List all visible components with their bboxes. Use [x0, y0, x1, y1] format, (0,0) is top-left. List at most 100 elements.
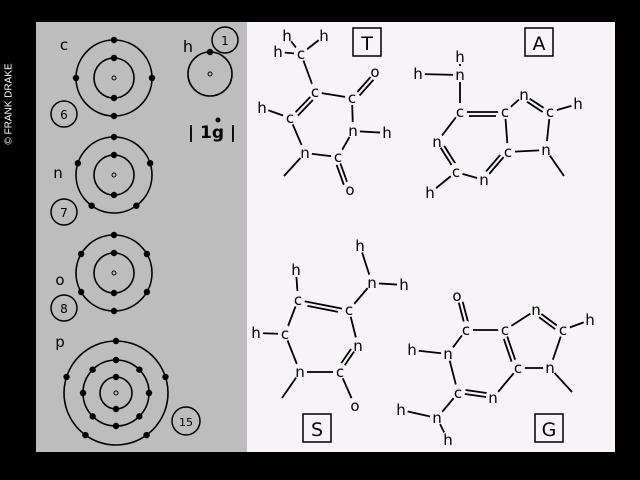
atom-mask [283, 109, 297, 125]
bond-double [485, 154, 501, 173]
atom-mask [477, 171, 491, 187]
atom-mask [405, 341, 419, 357]
electron [133, 202, 140, 209]
atomic-number: 7 [60, 206, 68, 220]
photo-credit: © FRANK DRAKE [2, 44, 16, 164]
atom-letter: n [443, 345, 453, 363]
atom-mask [517, 86, 531, 102]
atomic-number-circle [171, 406, 201, 436]
electron [89, 413, 96, 420]
atomic-number-circle [211, 26, 239, 54]
atom-letter: c [456, 103, 464, 121]
atom-mask [453, 103, 467, 119]
electron [110, 289, 118, 297]
atom-mask [453, 66, 467, 82]
bond-double [526, 100, 544, 113]
atom-letter: h [319, 27, 329, 45]
nucleus [111, 75, 117, 81]
electron [145, 389, 153, 397]
atom-mask [423, 184, 437, 200]
atom-mask [298, 144, 312, 160]
atom-mask [571, 95, 585, 111]
electron [112, 356, 120, 364]
electron [110, 191, 118, 199]
electron [79, 389, 87, 397]
atom-letter: n [295, 363, 305, 381]
base-letter: G [542, 419, 557, 441]
atom-letter: h [273, 43, 283, 61]
atom-letter: n [348, 122, 358, 140]
base-label-g: G [534, 413, 564, 443]
electron [110, 151, 118, 159]
atom-letter: c [334, 148, 342, 166]
atom-letter: n [531, 301, 541, 319]
base-label-t: T [352, 27, 382, 57]
orbital-diagram [63, 337, 169, 446]
atom-mask [453, 48, 467, 64]
atom-mask [511, 359, 525, 375]
electron [77, 288, 85, 296]
atom-mask [543, 359, 557, 375]
atom-letter: h [413, 65, 423, 83]
electron [110, 36, 118, 44]
atom-mask [278, 325, 292, 341]
electron [143, 288, 151, 296]
atomic-number: 1 [221, 34, 229, 48]
bond-double [443, 145, 457, 165]
atom-letter: h [291, 261, 301, 279]
atom-letter: c [546, 103, 554, 121]
atom-mask [556, 321, 570, 337]
atom-letter: h [399, 276, 409, 294]
atom-letter: n [545, 359, 555, 377]
electron [206, 48, 214, 56]
electron [146, 160, 154, 167]
atom-letter: o [370, 63, 379, 81]
electron [110, 249, 118, 257]
atom-letter: o [345, 181, 354, 199]
atom-mask [353, 237, 367, 253]
atom-mask [539, 141, 553, 157]
atom-nitrogen: n 7 [50, 133, 154, 226]
atomic-number: 6 [60, 108, 68, 122]
base-letter: S [311, 419, 323, 441]
atom-mask [346, 122, 360, 138]
atom-mask [451, 384, 465, 400]
electron [63, 373, 70, 381]
base-letter: A [533, 33, 546, 55]
electron [136, 366, 143, 373]
atom-letter: h [251, 324, 261, 342]
electron [110, 94, 118, 102]
atomic-number: 8 [60, 302, 68, 316]
base-label-s: S [302, 413, 332, 443]
atom-mask [397, 276, 411, 292]
atom-symbol: n [53, 164, 63, 182]
atom-hydrogen: h 1 | 1g | [183, 26, 239, 143]
atom-mask [343, 181, 357, 197]
atom-letter: c [452, 163, 460, 181]
atom-diagrams: h 1 | 1g | c 6 n 7 o 8 [50, 26, 239, 446]
atom-mask [498, 103, 512, 119]
bond-double [307, 305, 339, 313]
atom-letter: c [501, 321, 509, 339]
base-labels: T A S G [302, 27, 564, 443]
atom-mask [411, 65, 425, 81]
base-letter: T [360, 33, 373, 55]
atom-letter: n [300, 144, 310, 162]
electron [110, 307, 118, 315]
atom-symbol: o [55, 271, 64, 289]
bond-double [339, 348, 352, 366]
atom-mask [289, 261, 303, 277]
atom-letter: c [281, 325, 289, 343]
bond-double [335, 164, 345, 186]
electron [110, 231, 118, 239]
atom-letter: n [541, 141, 551, 159]
atom-letter: c [559, 321, 567, 339]
atom-letter: c [514, 359, 522, 377]
atom-letter: n [432, 409, 442, 427]
atom-mask [293, 363, 307, 379]
spectral-dot [215, 117, 221, 123]
orbital-diagram [75, 231, 153, 315]
